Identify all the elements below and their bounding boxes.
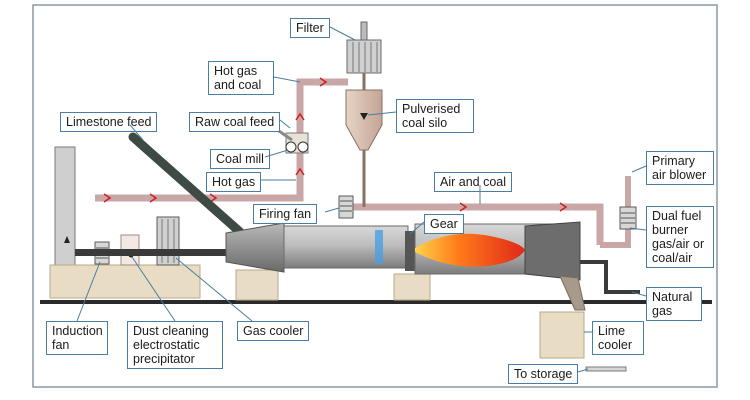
flue-duct	[75, 249, 245, 256]
lime-cooler-box	[539, 311, 585, 359]
label-filter: Filter	[290, 18, 330, 38]
kiln-support-left	[235, 269, 279, 301]
firing-fan	[338, 195, 354, 219]
label-coal-mill: Coal mill	[210, 149, 270, 169]
silo-down-arrow	[360, 113, 368, 120]
natural-gas-pipe	[580, 260, 640, 294]
label-limestone-feed: Limestone feed	[60, 112, 158, 132]
label-hot-gas: Hot gas	[206, 172, 262, 192]
label-raw-coal-feed: Raw coal feed	[189, 112, 281, 132]
chimney-stack	[54, 146, 76, 271]
label-to-storage: To storage	[508, 364, 579, 384]
discharge-chute	[559, 275, 586, 311]
label-firing-fan: Firing fan	[253, 204, 318, 224]
label-air-and-coal: Air and coal	[434, 172, 513, 192]
base-platform-left	[49, 264, 201, 299]
burner-flame	[415, 233, 525, 267]
stack-up-arrow	[64, 236, 70, 243]
air-and-coal-duct	[345, 203, 604, 245]
burner-hood	[524, 221, 581, 281]
rotary-kiln	[283, 225, 409, 269]
label-gas-cooler: Gas cooler	[237, 321, 310, 341]
limestone-chute	[128, 132, 245, 237]
kiln-support-right	[393, 273, 431, 301]
ground-line	[40, 300, 712, 304]
primary-air-line	[600, 176, 631, 248]
label-gear: Gear	[424, 214, 464, 234]
gear	[405, 231, 415, 271]
filter-unit	[346, 39, 382, 74]
